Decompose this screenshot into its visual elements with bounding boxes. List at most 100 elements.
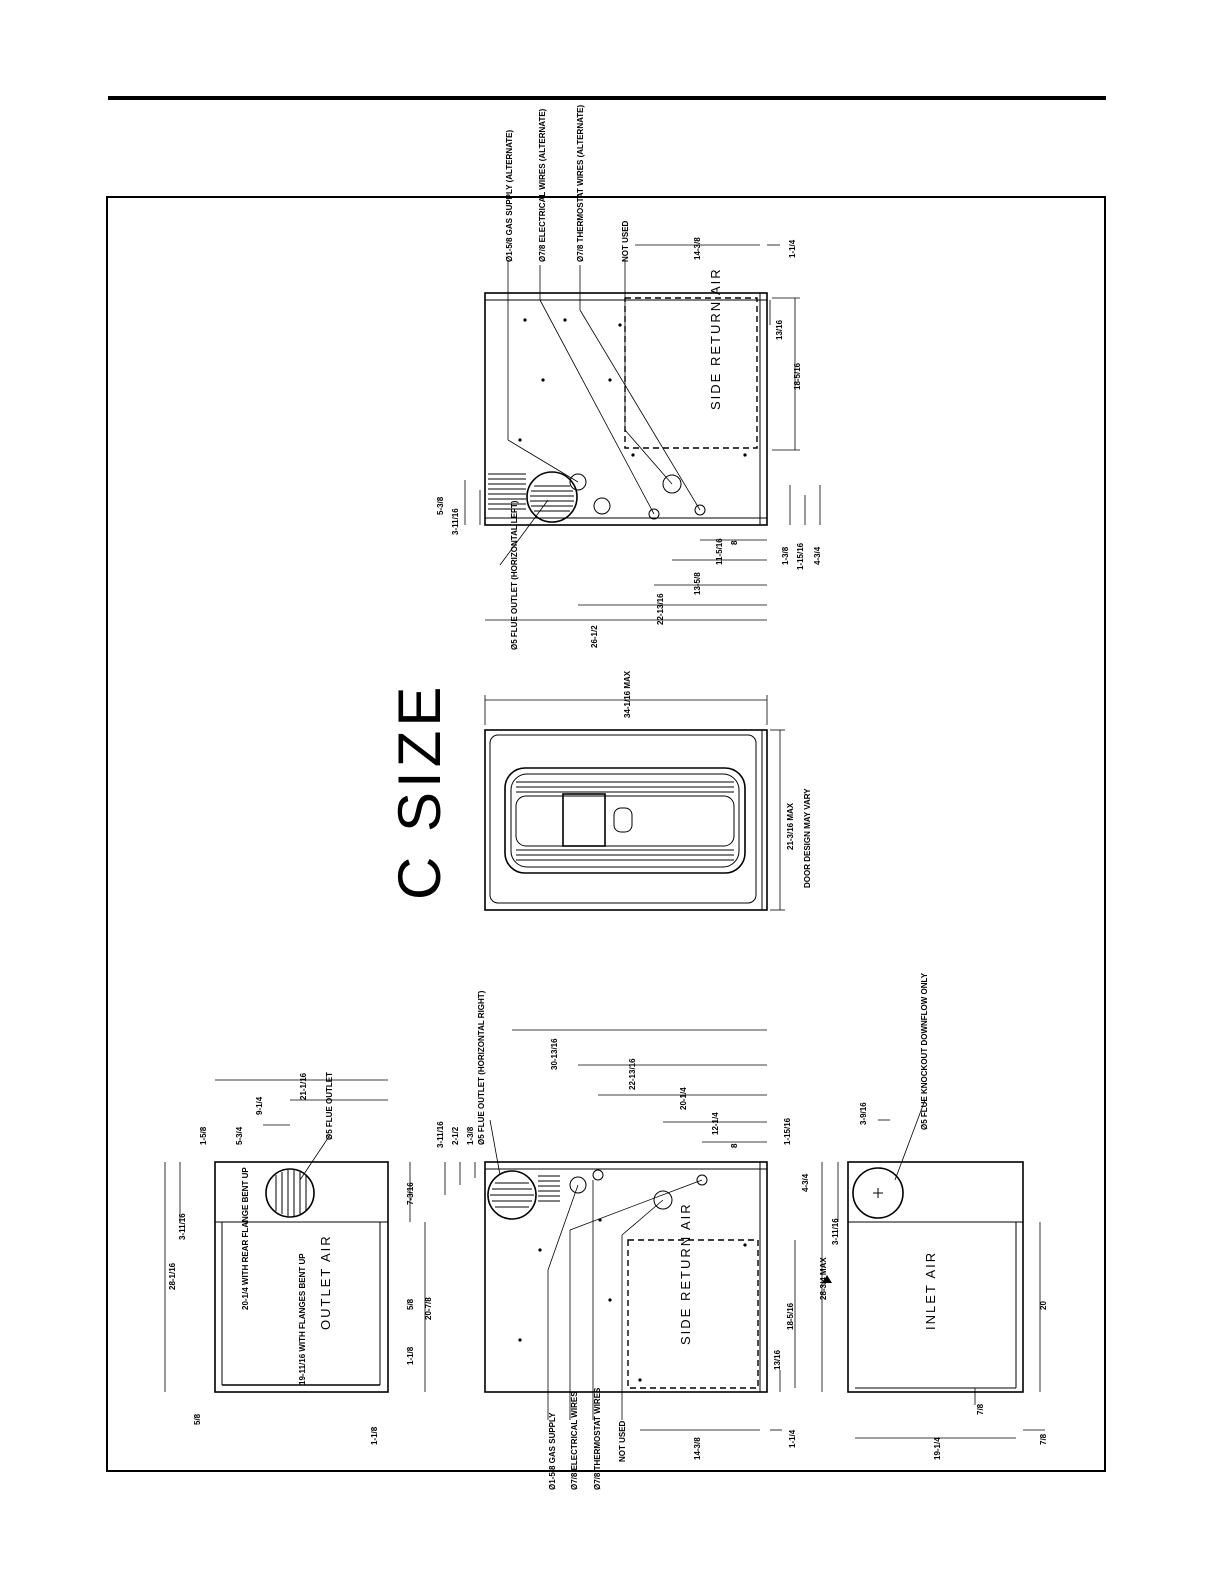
flue-outlet-bottom-icon (487, 1170, 537, 1220)
dim-28-1-16: 28-1/16 (168, 1262, 177, 1290)
dim-20: 20 (1039, 1301, 1048, 1310)
side-view-top: SIDE RETURN AIR Ø1-5/8 GAS SUPPLY (ALTER… (436, 104, 822, 650)
door-handle-icon (613, 807, 633, 833)
not-used-callout-top: NOT USED (621, 220, 630, 262)
flue-knockout-icon (852, 1167, 904, 1219)
dim-14-3-8: 14-3/8 (693, 237, 702, 260)
dim-1-15-16-bottom: 1-15/16 (783, 1117, 792, 1145)
side-return-air-label-bottom: SIDE RETURN AIR (678, 1202, 693, 1345)
front-view: 34-1/16 MAX 21-3/16 MAX DOOR DESIGN MAY … (484, 670, 812, 911)
top-view: OUTLET AIR 21-1/16 9-1/4 5-3/4 1-5/8 3-1… (164, 1072, 433, 1445)
svg-text:Ø5 FLUE OUTLET (HORIZONTAL LEF: Ø5 FLUE OUTLET (HORIZONTAL LEFT) (510, 500, 519, 650)
dim-13-16: 13/16 (775, 319, 784, 340)
outlet-air-label: OUTLET AIR (318, 1234, 333, 1330)
dim-3-11-16-inlet: 3-11/16 (831, 1218, 840, 1245)
svg-text:SIDE RETURN AIR: SIDE RETURN AIR (708, 267, 723, 410)
dim-19-1-4: 19-1/4 (933, 1437, 942, 1460)
dim-4-3-4: 4-3/4 (813, 546, 822, 565)
dim-1-3-8: 1-3/8 (781, 546, 790, 565)
side-return-air-outline-bottom (627, 1239, 759, 1389)
bottom-view: INLET AIR 3-9/16 3-11/16 28-3/4 MAX 20 7… (819, 972, 1048, 1460)
header-rule (108, 96, 1106, 100)
dim-28-3-4-max: 28-3/4 MAX (819, 1257, 828, 1300)
dim-1-1-4-bottom: 1-1/4 (788, 1429, 797, 1448)
dim-13-16-bottom: 13/16 (773, 1349, 782, 1370)
dim-19-11-16-flanges: 19-11/16 WITH FLANGES BENT UP (298, 1253, 307, 1385)
max-triangle-icon (822, 1275, 832, 1283)
dim-7-3-16: 7-3/16 (406, 1182, 415, 1205)
inlet-air-label: INLET AIR (923, 1251, 938, 1330)
electrical-callout-bottom: Ø7/8 ELECTRICAL WIRES (570, 1391, 579, 1490)
side-view-bottom: SIDE RETURN AIR Ø1-5/8 GAS SUPPLY Ø7/8 E… (436, 990, 810, 1490)
dim-20-1-4: 20-1/4 (679, 1087, 688, 1110)
dim-7-8-outer: 7/8 (1039, 1433, 1048, 1445)
dim-3-9-16: 3-9/16 (859, 1102, 868, 1125)
dim-18-5-16: 18-5/16 (793, 362, 802, 390)
dim-12-1-4: 12-1/4 (711, 1112, 720, 1135)
dim-8: 8 (730, 540, 739, 545)
dim-3-11-16-top: 3-11/16 (178, 1213, 187, 1240)
dim-4-3-4-bottom: 4-3/4 (801, 1173, 810, 1192)
svg-text:Ø7/8 THERMOSTAT WIRES (ALTERNA: Ø7/8 THERMOSTAT WIRES (ALTERNATE) (576, 104, 585, 262)
dim-20-7-8: 20-7/8 (424, 1297, 433, 1320)
dim-14-3-8-bottom: 14-3/8 (693, 1437, 702, 1460)
size-title: C SIZE (386, 683, 453, 900)
side-return-air-outline (624, 297, 758, 449)
electrical-callout-top: Ø7/8 ELECTRICAL WIRES (ALTERNATE) (538, 108, 547, 262)
dim-1-1-8-right: 1-1/8 (406, 1346, 415, 1365)
thermostat-callout-top: Ø7/8 THERMOSTAT WIRES (ALTERNATE) (576, 104, 585, 262)
flue-callout-top: Ø5 FLUE OUTLET (HORIZONTAL LEFT) (510, 500, 519, 650)
dim-3-11-16-bottom: 3-11/16 (436, 1121, 445, 1148)
dim-1-1-4: 1-1/4 (788, 239, 797, 258)
flue-outlet-top-icon (265, 1168, 315, 1218)
flue-outlet-icon (526, 471, 578, 523)
dim-26-1-2: 26-1/2 (590, 625, 599, 648)
door-grille (516, 781, 734, 861)
svg-text:Ø1-5/8 GAS SUPPLY (ALTERNATE): Ø1-5/8 GAS SUPPLY (ALTERNATE) (505, 129, 514, 262)
electrical-hole-bottom (696, 1174, 708, 1186)
knockout-hole (593, 497, 611, 515)
dim-30-13-16: 30-13/16 (550, 1038, 559, 1070)
dim-8-bottom: 8 (730, 1143, 739, 1148)
dim-1-3-8-bottom: 1-3/8 (466, 1126, 475, 1145)
dim-11-5-16: 11-5/16 (715, 538, 724, 565)
dim-21-3-16-max: 21-3/16 MAX (786, 802, 795, 850)
dim-22-13-16-bottom: 22-13/16 (628, 1058, 637, 1090)
dim-1-5-8: 1-5/8 (199, 1126, 208, 1145)
dim-5-3-8: 5-3/8 (436, 496, 445, 515)
gas-supply-hole (569, 473, 587, 491)
flue-knockout-callout: Ø5 FLUE KNOCKOUT DOWNFLOW ONLY (920, 972, 929, 1130)
dim-3-11-16: 3-11/16 (451, 508, 460, 535)
flue-callout-top-view: Ø5 FLUE OUTLET (325, 1072, 334, 1140)
thermostat-hole (694, 504, 706, 516)
side-return-air-label-top: SIDE RETURN AIR (708, 267, 723, 410)
gas-supply-hole-bottom (569, 1176, 587, 1194)
dim-5-8-bottom: 5/8 (193, 1413, 202, 1425)
svg-text:NOT USED: NOT USED (621, 220, 630, 262)
not-used-callout-bottom: NOT USED (618, 1420, 627, 1462)
sight-window (562, 793, 606, 847)
dim-7-8-inner: 7/8 (976, 1403, 985, 1415)
dim-20-1-4-flange: 20-1/4 WITH REAR FLANGE BENT UP (241, 1167, 250, 1310)
door-design-note: DOOR DESIGN MAY VARY (803, 788, 812, 888)
svg-text:Ø7/8 ELECTRICAL WIRES (ALTERNA: Ø7/8 ELECTRICAL WIRES (ALTERNATE) (538, 108, 547, 262)
not-used-hole-bottom (653, 1190, 673, 1210)
electrical-hole (648, 508, 660, 520)
dim-22-13-16: 22-13/16 (656, 593, 665, 625)
dim-1-15-16: 1-15/16 (796, 542, 805, 570)
drawing-frame (106, 196, 1106, 1472)
dim-13-5-8: 13-5/8 (693, 572, 702, 595)
dim-21-1-16: 21-1/16 (299, 1072, 308, 1100)
dim-2-1-2: 2-1/2 (451, 1126, 460, 1145)
thermostat-hole-bottom (592, 1169, 604, 1181)
dim-34-1-16-max: 34-1/16 MAX (623, 670, 632, 718)
gas-supply-callout-bottom: Ø1-5/8 GAS SUPPLY (548, 1412, 557, 1490)
louvers-bottom (538, 1175, 560, 1202)
dim-9-1-4: 9-1/4 (255, 1096, 264, 1115)
louvers (488, 473, 526, 510)
dim-5-3-4: 5-3/4 (235, 1126, 244, 1145)
flue-callout-bottom: Ø5 FLUE OUTLET (HORIZONTAL RIGHT) (477, 990, 486, 1145)
gas-supply-callout-top: Ø1-5/8 GAS SUPPLY (ALTERNATE) (505, 129, 514, 262)
thermostat-callout-bottom: Ø7/8 THERMOSTAT WIRES (593, 1387, 602, 1490)
